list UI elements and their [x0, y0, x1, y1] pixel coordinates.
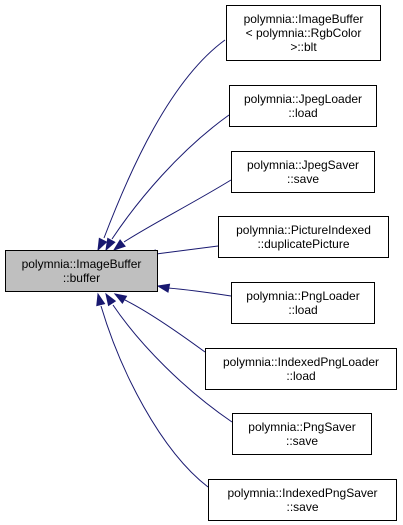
caller-line: polymnia::IndexedPngSaver	[227, 486, 378, 500]
edge-jpegloader-line	[111, 114, 230, 240]
edge-jpegsaver-line	[123, 179, 232, 243]
edge-indexedpngloader-line	[124, 299, 206, 353]
edge-pictureindexed-line	[155, 245, 219, 255]
focus-node-line-2: ::buffer	[62, 271, 101, 285]
caller-line: ::duplicatePicture	[257, 237, 350, 251]
edge-jpegloader-arrowhead	[105, 237, 116, 252]
caller-node-indexedpngsaver-save[interactable]: polymnia::IndexedPngSaver ::save	[208, 479, 397, 521]
caller-line: polymnia::JpegLoader	[243, 92, 363, 106]
caller-node-jpegloader-load[interactable]: polymnia::JpegLoader ::load	[229, 85, 377, 127]
caller-line: ::load	[286, 369, 316, 383]
edge-jpegsaver-arrowhead	[112, 239, 126, 251]
caller-node-jpegsaver-save[interactable]: polymnia::JpegSaver ::save	[231, 151, 375, 193]
caller-line: polymnia::JpegSaver	[246, 158, 360, 172]
caller-line: ::save	[285, 434, 318, 448]
caller-line: ::save	[286, 500, 319, 514]
caller-line: ::save	[286, 172, 319, 186]
edge-pngloader-line	[167, 287, 232, 297]
edge-blt-line	[103, 39, 226, 239]
edge-indexedpngsaver-arrowhead	[96, 292, 106, 307]
caller-node-pictureindexed-duplicatepicture[interactable]: polymnia::PictureIndexed ::duplicatePict…	[218, 216, 389, 258]
caller-node-imagebuffer-blt[interactable]: polymnia::ImageBuffer < polymnia::RgbCol…	[226, 5, 381, 61]
caller-line: polymnia::PngSaver	[248, 420, 356, 434]
caller-node-pngsaver-save[interactable]: polymnia::PngSaver ::save	[232, 413, 372, 455]
caller-line: polymnia::IndexedPngLoader	[222, 355, 380, 369]
edge-pngsaver-arrowhead	[105, 292, 117, 307]
edge-indexedpngloader-arrowhead	[113, 293, 128, 304]
caller-node-indexedpngloader-load[interactable]: polymnia::IndexedPngLoader ::load	[205, 348, 397, 390]
edge-blt-arrowhead	[97, 237, 108, 252]
caller-line: ::load	[288, 106, 318, 120]
focus-node-imagebuffer-buffer[interactable]: polymnia::ImageBuffer ::buffer	[5, 250, 158, 292]
edge-indexedpngsaver-line	[100, 305, 209, 488]
caller-line: polymnia::PngLoader	[246, 289, 360, 303]
caller-line: ::load	[288, 303, 318, 317]
edge-pngloader-arrowhead	[156, 283, 171, 293]
focus-node-line-1: polymnia::ImageBuffer	[21, 257, 142, 271]
caller-line: polymnia::PictureIndexed	[236, 223, 371, 237]
caller-node-pngloader-load[interactable]: polymnia::PngLoader ::load	[231, 282, 375, 324]
caller-line: polymnia::ImageBuffer	[243, 12, 364, 26]
caller-line: < polymnia::RgbColor	[245, 26, 362, 40]
edge-pngsaver-line	[112, 304, 233, 423]
caller-line: >::blt	[290, 40, 317, 54]
